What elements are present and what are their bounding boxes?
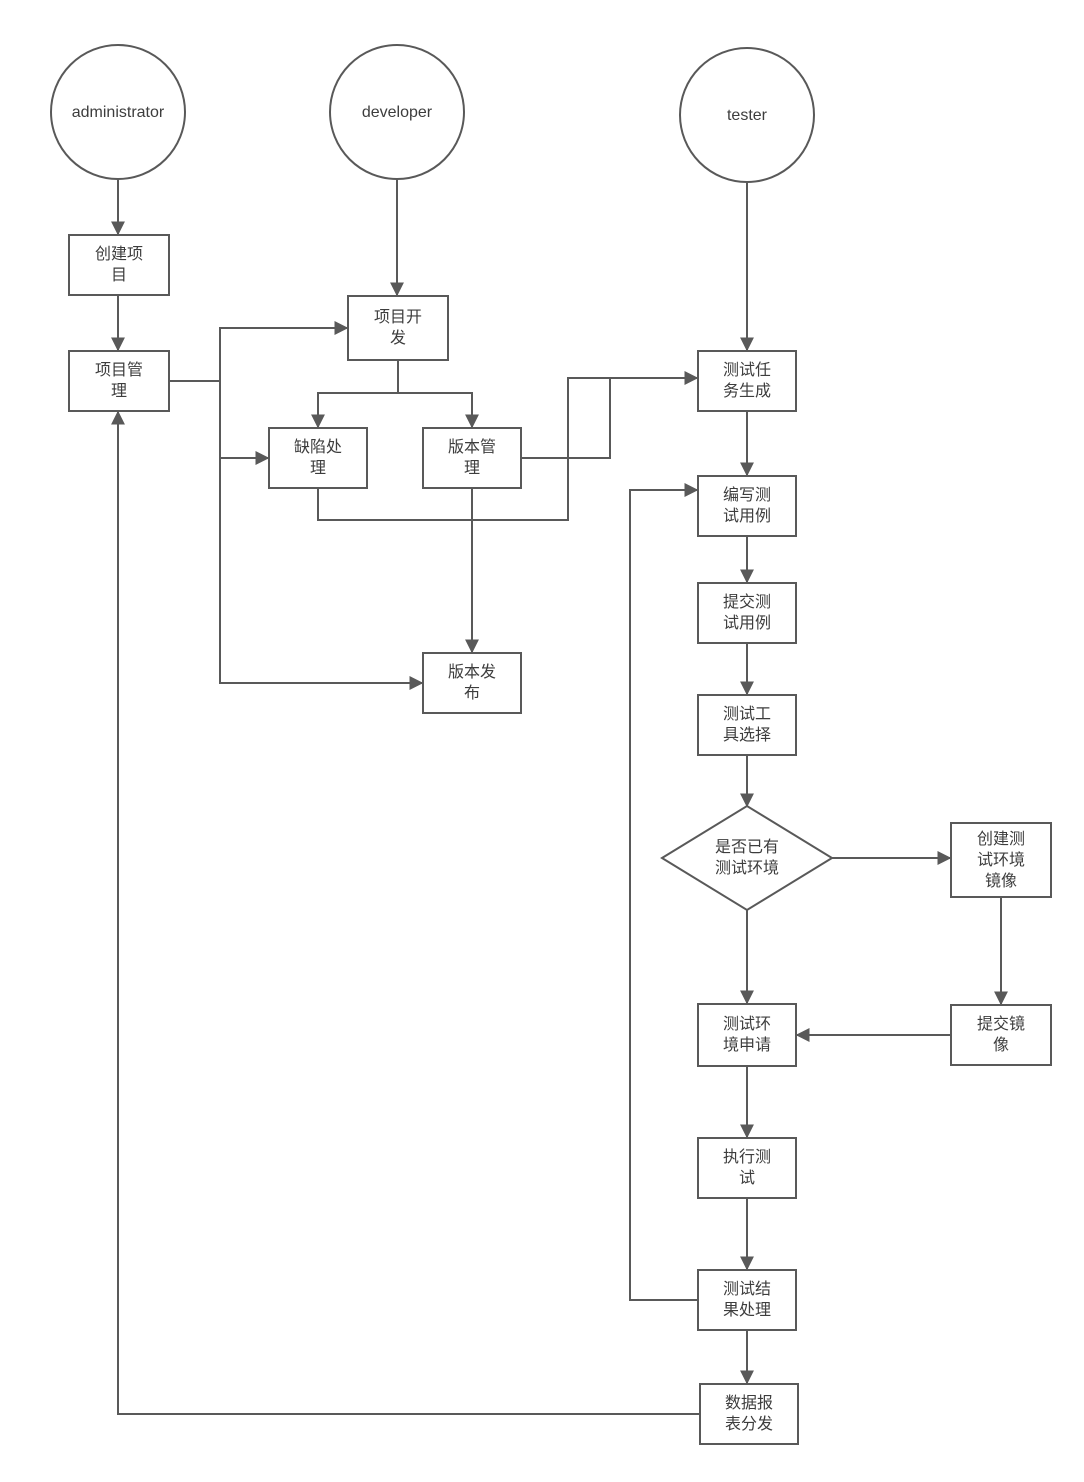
node-write-test-cases-label: 编写测试用例 [722, 487, 771, 525]
node-submit-test-cases: 提交测试用例 [697, 582, 797, 644]
node-submit-image-label: 提交镜像 [976, 1016, 1025, 1054]
node-test-tool-select-label: 测试工具选择 [722, 706, 771, 744]
node-project-mgmt: 项目管理 [68, 350, 170, 412]
node-create-env-image-label: 创建测试环境镜像 [976, 830, 1025, 890]
node-result-handling: 测试结果处理 [697, 1269, 797, 1331]
actor-developer-label: developer [361, 103, 433, 121]
actor-developer: developer [329, 44, 465, 180]
node-env-decision-shape [662, 806, 832, 910]
actor-administrator: administrator [50, 44, 186, 180]
node-env-apply-label: 测试环境申请 [722, 1016, 771, 1054]
node-version-mgmt-label: 版本管理 [447, 439, 496, 477]
node-project-mgmt-label: 项目管理 [94, 362, 143, 400]
node-defect-handling: 缺陷处理 [268, 427, 368, 489]
node-submit-test-cases-label: 提交测试用例 [722, 594, 771, 632]
edge-version-mgmt-to-test-task [522, 378, 610, 458]
edge-project-mgmt-to-defect-handling [220, 381, 270, 465]
actor-tester-label: tester [726, 106, 767, 124]
node-report-dist-label: 数据报表分发 [724, 1395, 773, 1433]
node-version-mgmt: 版本管理 [422, 427, 522, 489]
edge-project-mgmt-to-version-release [220, 458, 424, 690]
node-env-decision: 是否已有测试环境 [697, 826, 797, 890]
node-result-handling-label: 测试结果处理 [722, 1281, 771, 1319]
edge-project-mgmt-to-project-dev [170, 321, 349, 381]
node-env-apply: 测试环境申请 [697, 1003, 797, 1067]
node-create-project-label: 创建项目 [94, 246, 143, 284]
node-test-task-gen-label: 测试任务生成 [722, 362, 771, 400]
edge-report-dist-to-project-mgmt-loop [111, 410, 699, 1414]
node-create-project: 创建项目 [68, 234, 170, 296]
node-version-release: 版本发布 [422, 652, 522, 714]
node-write-test-cases: 编写测试用例 [697, 475, 797, 537]
node-project-dev: 项目开发 [347, 295, 449, 361]
edge-project-dev-to-defect-handling [311, 361, 398, 429]
node-version-release-label: 版本发布 [447, 664, 496, 702]
node-submit-image: 提交镜像 [950, 1004, 1052, 1066]
node-defect-handling-label: 缺陷处理 [293, 439, 342, 477]
edge-result-handling-to-write-cases-loop [630, 483, 699, 1300]
node-test-tool-select: 测试工具选择 [697, 694, 797, 756]
node-report-dist: 数据报表分发 [699, 1383, 799, 1445]
node-test-task-gen: 测试任务生成 [697, 350, 797, 412]
node-project-dev-label: 项目开发 [373, 309, 422, 347]
actor-administrator-label: administrator [71, 103, 165, 121]
node-env-decision-label: 是否已有测试环境 [714, 839, 779, 877]
node-exec-test-label: 执行测试 [722, 1149, 771, 1187]
node-exec-test: 执行测试 [697, 1137, 797, 1199]
node-create-env-image: 创建测试环境镜像 [950, 822, 1052, 898]
actor-tester: tester [679, 47, 815, 183]
edge-project-dev-to-version-mgmt [398, 361, 479, 429]
